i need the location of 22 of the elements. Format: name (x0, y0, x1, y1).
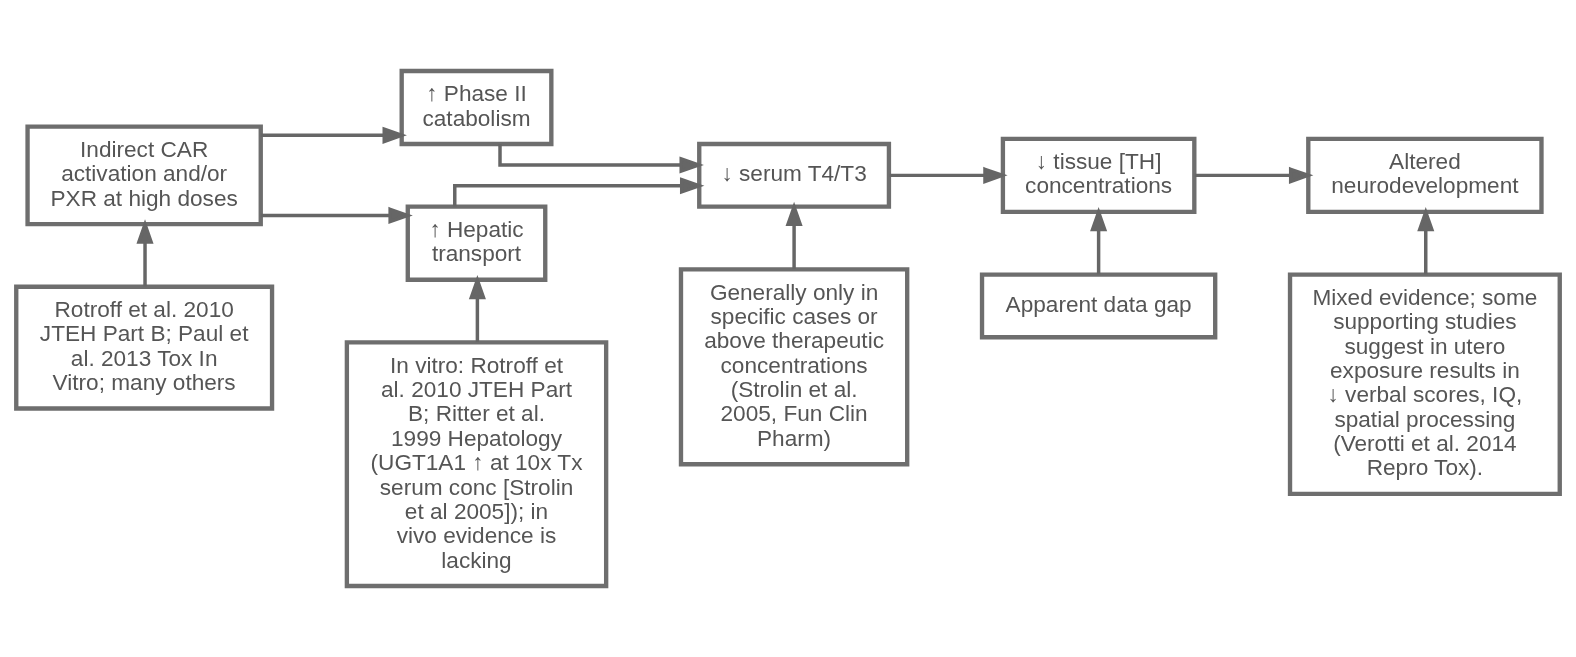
node-box: Rotroff et al. 2010 JTEH Part B; Paul et al. 2013 Tox In Vitro; many others (14, 284, 275, 411)
arrow (1194, 166, 1314, 184)
arrow (468, 274, 486, 343)
node-box: ↓ tissue [TH] concentrations (1000, 136, 1197, 215)
arrow (453, 177, 705, 207)
arrow (1090, 206, 1108, 275)
arrow (1417, 206, 1435, 275)
node-box: Generally only in specific cases or above therapeutic concentrations (Strolin et al. 2005, Fun Clin Pharm) (678, 267, 910, 467)
arrow (498, 144, 704, 174)
arrow (785, 201, 803, 269)
node-box: ↓ serum T4/T3 (697, 141, 892, 209)
node-box: Apparent data gap (979, 272, 1218, 340)
arrow (260, 126, 407, 144)
node-box: Altered neurodevelopment (1306, 136, 1544, 215)
node-box: In vitro: Rotroff et al. 2010 JTEH Part B; Ritter et al. 1999 Hepatology (UGT1A1 ↑ at 10x Tx serum conc [Strolin et al 2005]); in vivo evidence is lacking (344, 340, 609, 589)
arrow (136, 219, 154, 287)
node-box: Indirect CAR activation and/or PXR at high doses (25, 124, 263, 227)
node-box: ↑ Phase II catabolism (399, 68, 554, 147)
node-box: ↑ Hepatic transport (405, 204, 548, 282)
node-box: Mixed evidence; some supporting studies suggest in utero exposure results in ↓ verbal scores, IQ, spatial processing (Verotti et al. 2014 Repro Tox). (1287, 272, 1562, 496)
arrow (889, 166, 1008, 184)
arrow (260, 206, 413, 224)
